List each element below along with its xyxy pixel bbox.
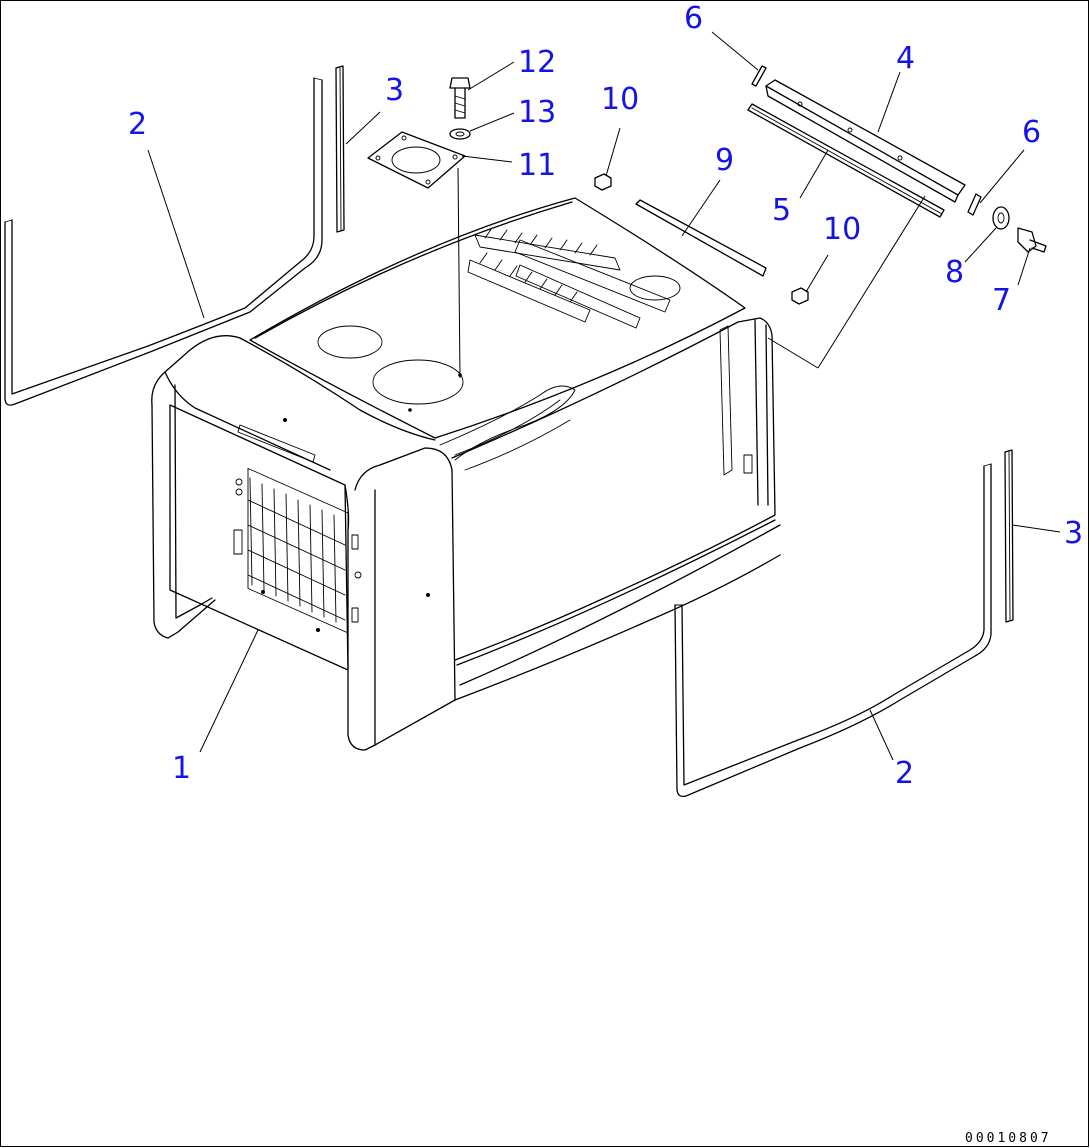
callout-3-right: 3 <box>1064 516 1083 551</box>
part-12-bolt <box>449 77 471 119</box>
callout-3-left: 3 <box>385 73 404 108</box>
leader-5-to-hood <box>817 195 926 369</box>
leader-10a <box>605 127 621 177</box>
leader-2a <box>147 149 205 319</box>
leader-4 <box>877 71 901 133</box>
part-5-rubber-strip <box>747 103 945 218</box>
part-6-cap-left <box>751 65 767 87</box>
leader-5 <box>799 149 829 199</box>
document-id: 00010807 <box>965 1131 1052 1146</box>
callout-labels: 1 2 2 3 3 4 5 6 6 7 8 9 10 10 11 12 13 <box>128 1 1083 791</box>
callout-2-right: 2 <box>895 756 914 791</box>
leader-8 <box>964 227 997 263</box>
leader-11-to-hood <box>457 167 461 379</box>
leader-12 <box>467 61 515 91</box>
part-3-strip-left <box>335 65 345 233</box>
part-3-strip-right <box>1004 449 1014 623</box>
part-7-bolt <box>1017 227 1047 253</box>
callout-2-left: 2 <box>128 107 147 142</box>
part-11-gasket-plate <box>367 131 466 189</box>
callout-6-left: 6 <box>684 1 703 36</box>
callout-11: 11 <box>518 148 556 183</box>
callout-9: 9 <box>715 143 734 178</box>
part-10-spacer-upper <box>594 173 612 191</box>
leader-hood-side <box>767 337 819 369</box>
callout-5: 5 <box>772 193 791 228</box>
part-8-washer <box>992 206 1010 230</box>
leader-7 <box>1017 247 1031 286</box>
part-2-seal-left <box>4 77 323 406</box>
callout-13: 13 <box>518 95 556 130</box>
callout-12: 12 <box>518 45 556 80</box>
callout-10-lower: 10 <box>823 212 861 247</box>
leader-3a <box>345 111 381 145</box>
leader-6a <box>711 31 759 71</box>
leader-10b <box>805 254 829 293</box>
leader-lines <box>147 31 1061 761</box>
leader-11 <box>461 155 513 163</box>
leader-13 <box>469 112 515 132</box>
part-10-spacer-lower <box>791 287 809 305</box>
leader-2b <box>869 709 894 761</box>
callout-10-upper: 10 <box>601 82 639 117</box>
part-4-bracket <box>765 79 966 203</box>
callout-1: 1 <box>172 751 191 786</box>
leader-6b <box>979 149 1025 204</box>
part-2-seal-right <box>674 463 992 798</box>
callout-6-right: 6 <box>1022 115 1041 150</box>
callout-8: 8 <box>945 255 964 290</box>
part-13-washer <box>449 128 471 140</box>
part-9-bar <box>635 199 767 277</box>
leader-3b <box>1012 524 1061 533</box>
callout-7: 7 <box>992 283 1011 318</box>
callout-4: 4 <box>896 41 915 76</box>
leader-1 <box>199 629 259 753</box>
part-1-engine-hood <box>151 197 781 751</box>
leader-9 <box>681 179 721 237</box>
part-6-cap-right <box>967 193 982 216</box>
